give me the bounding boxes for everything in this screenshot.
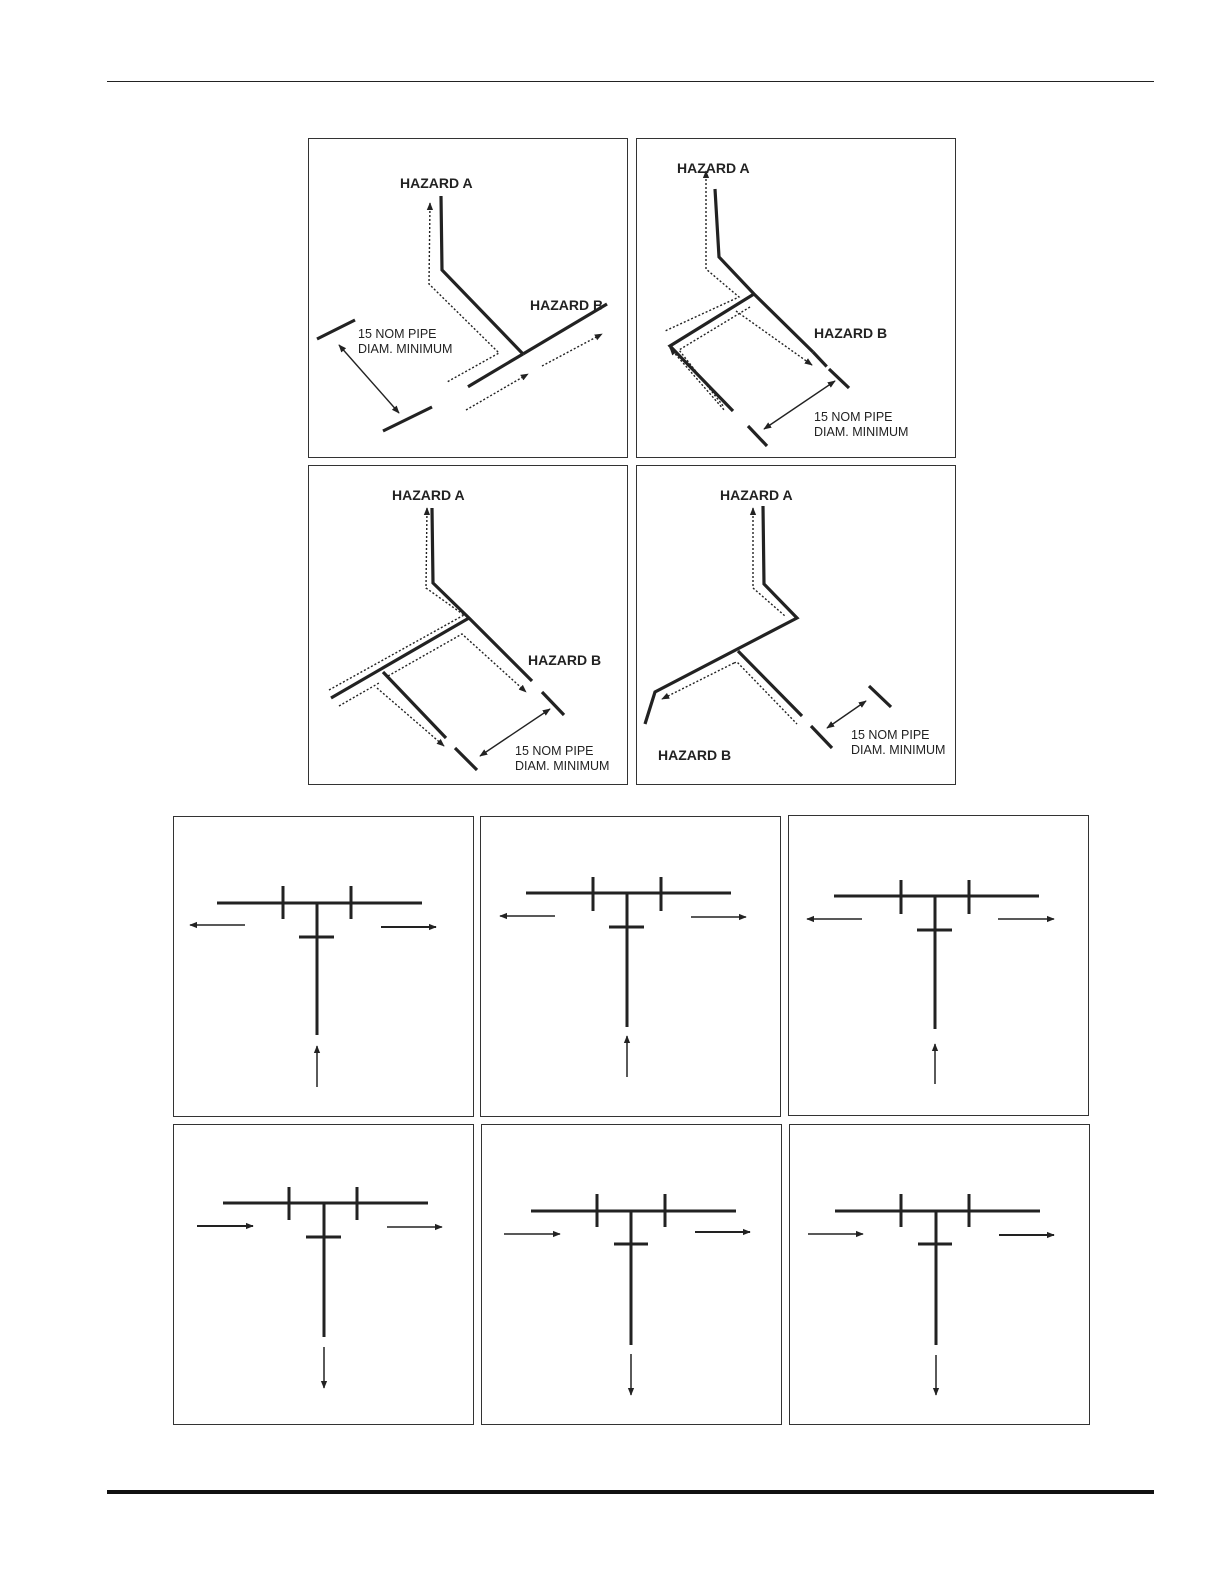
hazard-diagram-2: HAZARD A HAZARD B 15 NOM PIPE DIAM. MINI…	[636, 138, 956, 458]
hazard-diagram-4: HAZARD A HAZARD B 15 NOM PIPE DIAM. MINI…	[636, 465, 956, 785]
hazard-a-label: HAZARD A	[400, 175, 473, 191]
hazard-diagram-3: HAZARD A HAZARD B 15 NOM PIPE DIAM. MINI…	[308, 465, 628, 785]
spacing-label-line1: 15 NOM PIPE	[814, 410, 893, 424]
tee-diagram-5	[481, 1124, 782, 1425]
hazard-a-label: HAZARD A	[677, 160, 750, 176]
spacing-label-line1: 15 NOM PIPE	[358, 327, 437, 341]
spacing-label-line1: 15 NOM PIPE	[515, 744, 594, 758]
tee-diagram-6	[789, 1124, 1090, 1425]
header-rule	[107, 81, 1154, 82]
hazard-b-label: HAZARD B	[814, 325, 887, 341]
hazard-b-label: HAZARD B	[530, 297, 603, 313]
tee-diagram-3	[788, 815, 1089, 1116]
hazard-b-label: HAZARD B	[658, 747, 731, 763]
spacing-label-line2: DIAM. MINIMUM	[851, 743, 945, 757]
footer-rule	[107, 1490, 1154, 1494]
spacing-label-line2: DIAM. MINIMUM	[358, 342, 452, 356]
spacing-label-line1: 15 NOM PIPE	[851, 728, 930, 742]
hazard-b-label: HAZARD B	[528, 652, 601, 668]
tee-diagram-2	[480, 816, 781, 1117]
hazard-diagram-1: HAZARD A HAZARD B 15 NOM PIPE DIAM. MINI…	[308, 138, 628, 458]
spacing-label-line2: DIAM. MINIMUM	[515, 759, 609, 773]
hazard-a-label: HAZARD A	[392, 487, 465, 503]
tee-diagram-4	[173, 1124, 474, 1425]
hazard-a-label: HAZARD A	[720, 487, 793, 503]
spacing-label-line2: DIAM. MINIMUM	[814, 425, 908, 439]
tee-diagram-1	[173, 816, 474, 1117]
